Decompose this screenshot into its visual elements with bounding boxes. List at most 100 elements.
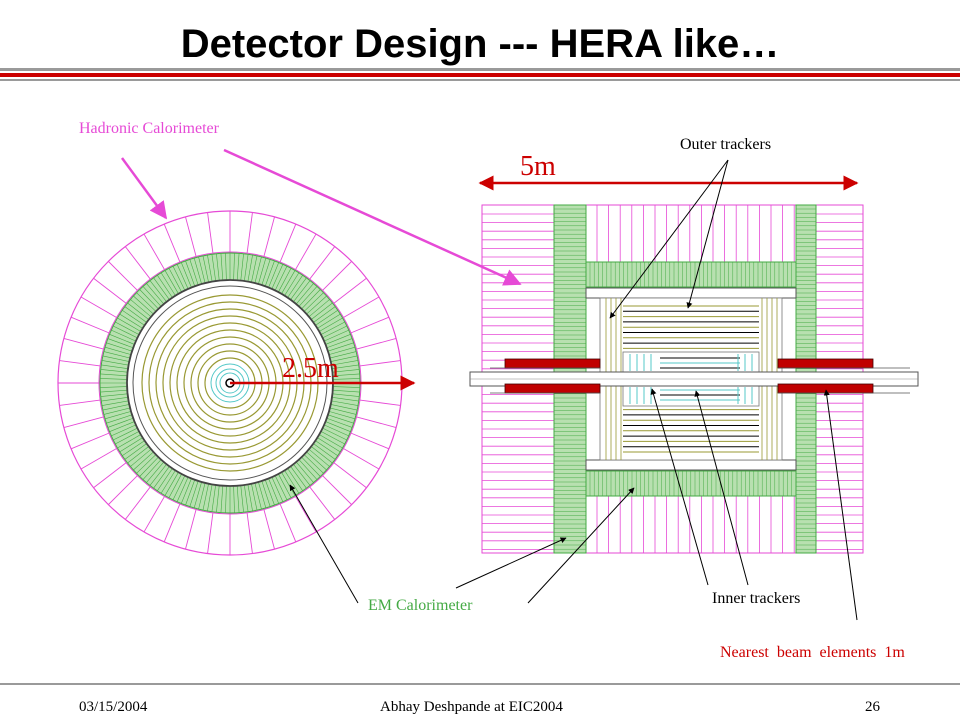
em-segment-line xyxy=(281,472,296,496)
em-segment-line xyxy=(287,468,303,491)
em-segment-line xyxy=(332,369,360,373)
em-segment-line xyxy=(313,443,336,460)
em-segment-line xyxy=(323,329,349,342)
hadronic-calorimeter-label: Hadronic Calorimeter xyxy=(79,120,219,137)
em-segment-line xyxy=(310,446,333,464)
em-segment-line xyxy=(189,259,199,286)
em-segment-line xyxy=(193,481,202,509)
em-segment-line xyxy=(102,355,130,362)
forward-trackers xyxy=(605,298,778,460)
side-view xyxy=(469,204,919,554)
hadronic-segment-line xyxy=(350,432,390,450)
hadronic-segment-line xyxy=(246,512,253,554)
em-segment-line xyxy=(216,485,220,513)
em-segment-line xyxy=(331,400,359,406)
em-segment-line xyxy=(315,440,338,456)
em-segment-line xyxy=(331,364,359,369)
beam-element-right-top xyxy=(777,358,874,369)
em-segment-line xyxy=(136,454,157,474)
hadronic-segment-line xyxy=(59,399,101,406)
radius-2-5m-label: 2.5m xyxy=(282,353,339,384)
em-segment-line xyxy=(287,275,303,298)
em-segment-line xyxy=(328,346,356,355)
em-calorimeter-label: EM Calorimeter xyxy=(368,597,473,614)
em-segment-line xyxy=(244,484,249,512)
em-segment-line xyxy=(293,280,311,303)
em-segment-line xyxy=(303,292,324,312)
em-segment-line xyxy=(142,286,162,307)
hadronic-segment-line xyxy=(333,462,367,489)
em-segment-line xyxy=(254,482,262,510)
hadronic-segment-line xyxy=(70,432,110,450)
em-segment-line xyxy=(320,431,345,445)
hadronic-segment-line xyxy=(185,216,197,257)
em-segment-line xyxy=(274,475,288,500)
em-segment-line xyxy=(100,378,128,380)
em-segment-line xyxy=(103,351,131,359)
em-segment-line xyxy=(233,485,235,513)
em-segment-line xyxy=(164,270,179,294)
em-segment-line xyxy=(153,277,170,300)
em-segment-line xyxy=(326,417,353,428)
em-segment-line xyxy=(329,407,357,415)
slide-title: Detector Design --- HERA like… xyxy=(180,22,780,66)
em-segment-line xyxy=(176,264,189,290)
em-segment-line xyxy=(130,448,152,467)
hadronic-segment-line xyxy=(263,216,275,257)
hadronic-segment-line xyxy=(207,212,214,254)
hadronic-top-block xyxy=(585,204,797,263)
hadronic-segment-line xyxy=(295,233,317,270)
hadronic-segment-line xyxy=(343,448,380,470)
em-segment-line xyxy=(146,461,165,483)
em-segment-line xyxy=(113,325,138,339)
em-segment-line xyxy=(193,257,202,285)
em-segment-line xyxy=(157,468,173,491)
em-segment-line xyxy=(115,321,140,335)
em-segment-line xyxy=(172,266,186,291)
em-segment-line xyxy=(325,421,351,432)
em-segment-line xyxy=(225,253,227,281)
em-segment-line xyxy=(117,434,141,449)
hadronic-segment-line xyxy=(333,277,367,304)
footer-page-number: 26 xyxy=(865,699,880,715)
em-segment-line xyxy=(306,451,327,471)
em-segment-line xyxy=(109,334,135,345)
em-segment-line xyxy=(319,317,343,332)
em-segment-line xyxy=(315,310,338,326)
hadronic-segment-line xyxy=(185,509,197,550)
hadronic-segment-line xyxy=(246,212,253,254)
em-segment-line xyxy=(322,325,347,339)
em-segment-line xyxy=(202,255,209,283)
hadronic-segment-line xyxy=(163,503,181,543)
em-segment-line xyxy=(136,292,157,312)
em-segment-line xyxy=(146,283,165,305)
em-segment-line xyxy=(160,470,176,494)
em-segment-line xyxy=(247,254,253,282)
em-segment-line xyxy=(233,253,235,281)
em-segment-line xyxy=(251,483,258,511)
em-segment-line xyxy=(332,386,360,388)
em-segment-line xyxy=(284,470,300,494)
em-segment-line xyxy=(104,346,132,355)
outer-trackers-label: Outer trackers xyxy=(680,136,772,153)
inner-tracker-pointer-arrow-2 xyxy=(694,390,749,586)
em-segment-line xyxy=(142,459,162,480)
em-segment-line xyxy=(133,295,154,315)
em-segment-line xyxy=(168,268,182,293)
em-segment-line xyxy=(332,393,360,397)
em-segment-line xyxy=(113,427,138,441)
em-segment-line xyxy=(127,446,150,464)
em-segment-line xyxy=(317,313,341,329)
em-segment-line xyxy=(106,414,133,424)
em-segment-line xyxy=(100,389,128,393)
em-segment-line xyxy=(220,253,224,281)
inner-tracker-pointer-arrow-1 xyxy=(650,388,709,586)
em-segment-line xyxy=(295,283,314,305)
hadronic-segment-line xyxy=(124,246,151,280)
em-segment-line xyxy=(261,259,271,286)
em-segment-line xyxy=(313,306,336,323)
em-segment-line xyxy=(102,404,130,411)
em-segment-line xyxy=(298,286,318,307)
hadronic-segment-line xyxy=(80,296,117,318)
em-segment-line xyxy=(100,373,128,377)
